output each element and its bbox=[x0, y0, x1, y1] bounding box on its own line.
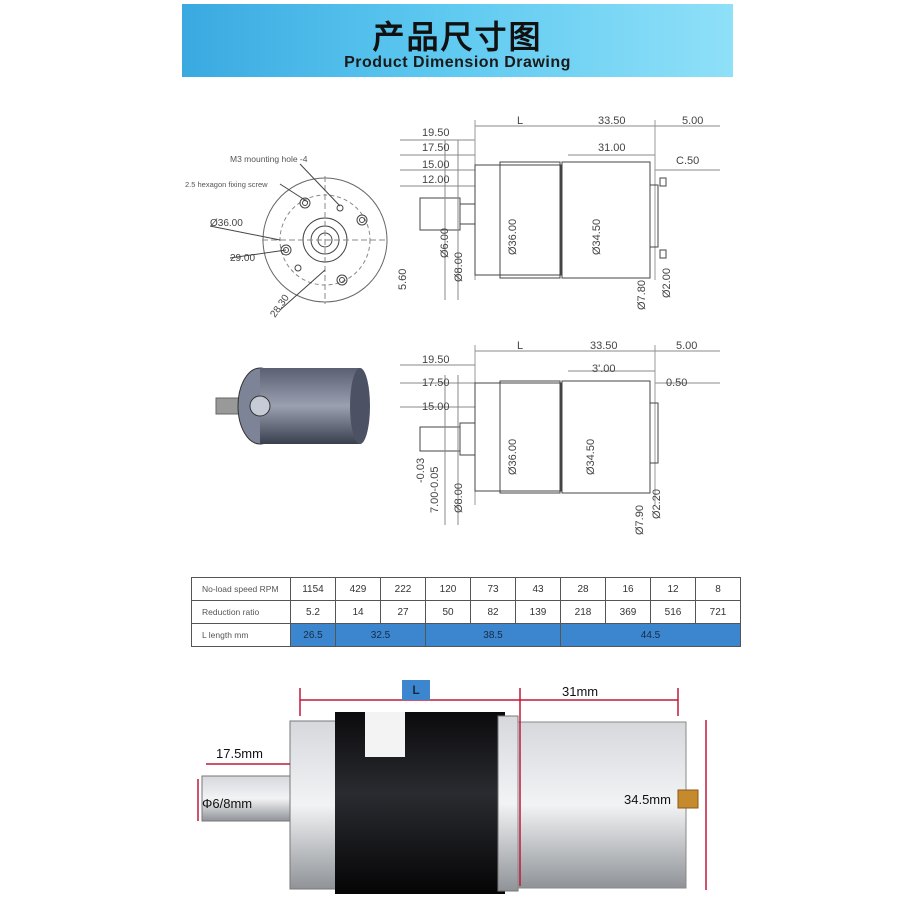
photo-31mm: 31mm bbox=[562, 684, 598, 699]
sv1-31: 31.00 bbox=[598, 142, 626, 154]
sv1-5: 5.00 bbox=[682, 115, 703, 127]
sv1-33-5: 33.50 bbox=[598, 115, 626, 127]
sv2-17-5: 17.50 bbox=[422, 377, 450, 389]
sv2-d8: Ø8.00 bbox=[453, 483, 465, 513]
table-cell: 28 bbox=[560, 577, 606, 601]
sv1-19-5: 19.50 bbox=[422, 127, 450, 139]
banner-title-cn: 产品尺寸图 bbox=[372, 18, 543, 56]
table-cell: 369 bbox=[605, 600, 651, 624]
sv2-tol2: 7.00-0.05 bbox=[429, 467, 441, 513]
front-m3-label: M3 mounting hole -4 bbox=[230, 154, 308, 164]
length-group-1: 26.5 bbox=[290, 623, 336, 647]
sv1-c50: C.50 bbox=[676, 155, 699, 167]
sv2-19-5: 19.50 bbox=[422, 354, 450, 366]
row-header-length: L length mm bbox=[191, 623, 291, 647]
sv1-l: L bbox=[517, 115, 523, 127]
front-dim-28: 28.30 bbox=[268, 293, 292, 320]
spec-table: No-load speed RPM 1154 429 222 120 73 43… bbox=[191, 577, 741, 647]
motor-3d-render bbox=[215, 367, 370, 445]
sv1-d34-5: Ø34.50 bbox=[591, 219, 603, 255]
table-cell: 82 bbox=[470, 600, 516, 624]
sv1-d8: Ø8.00 bbox=[453, 252, 465, 282]
table-row-length: L length mm 26.5 32.5 38.5 44.5 bbox=[191, 623, 741, 647]
sv1-15: 15.00 bbox=[422, 159, 450, 171]
table-row-speed: No-load speed RPM 1154 429 222 120 73 43… bbox=[191, 577, 741, 601]
sv1-d7-8: Ø7.80 bbox=[636, 280, 648, 310]
length-group-3: 38.5 bbox=[425, 623, 561, 647]
sv1-5-60: 5.60 bbox=[397, 269, 409, 290]
sv2-5: 5.00 bbox=[676, 340, 697, 352]
side-view-drawing-2: L 33.50 5.00 19.50 17.50 3'.00 0.50 15.0… bbox=[400, 340, 720, 535]
table-cell: 16 bbox=[605, 577, 651, 601]
photo-17-5mm: 17.5mm bbox=[216, 746, 263, 761]
length-group-4: 44.5 bbox=[560, 623, 741, 647]
table-cell: 429 bbox=[335, 577, 381, 601]
sv2-tol1: -0.03 bbox=[415, 458, 427, 483]
table-cell: 516 bbox=[650, 600, 696, 624]
table-cell: 12 bbox=[650, 577, 696, 601]
front-view-drawing: M3 mounting hole -4 2.5 hexagon fixing s… bbox=[185, 154, 388, 320]
table-cell: 139 bbox=[515, 600, 561, 624]
sv1-17-5: 17.50 bbox=[422, 142, 450, 154]
sv1-12: 12.00 bbox=[422, 174, 450, 186]
sv2-d34-5: Ø34.50 bbox=[585, 439, 597, 475]
table-cell: 5.2 bbox=[290, 600, 336, 624]
sv2-33-5: 33.50 bbox=[590, 340, 618, 352]
sv1-d2: Ø2.00 bbox=[661, 268, 673, 298]
table-cell: 73 bbox=[470, 577, 516, 601]
front-screw-label: 2.5 hexagon fixing screw bbox=[185, 180, 268, 189]
sv2-31: 3'.00 bbox=[592, 363, 616, 375]
banner-title-en: Product Dimension Drawing bbox=[344, 54, 571, 71]
sv2-d2-2: Ø2.20 bbox=[651, 489, 663, 519]
table-cell: 43 bbox=[515, 577, 561, 601]
sv1-d6: Ø6.00 bbox=[439, 228, 451, 258]
sv2-0-5: 0.50 bbox=[666, 377, 687, 389]
photo-l-tag: L bbox=[412, 683, 419, 697]
table-row-ratio: Reduction ratio 5.2 14 27 50 82 139 218 … bbox=[191, 600, 741, 624]
motor-photo-dimensions: L 31mm 17.5mm Φ6/8mm 34.5mm bbox=[197, 680, 707, 894]
length-group-2: 32.5 bbox=[335, 623, 426, 647]
sv2-d36: Ø36.00 bbox=[507, 439, 519, 475]
table-cell: 14 bbox=[335, 600, 381, 624]
table-cell: 218 bbox=[560, 600, 606, 624]
title-banner: 产品尺寸图 Product Dimension Drawing bbox=[182, 4, 733, 77]
sv2-15: 15.00 bbox=[422, 401, 450, 413]
sv2-d7-9: Ø7.90 bbox=[634, 505, 646, 535]
row-header-speed: No-load speed RPM bbox=[191, 577, 291, 601]
table-cell: 27 bbox=[380, 600, 426, 624]
sv1-d36: Ø36.00 bbox=[507, 219, 519, 255]
side-view-drawing-1: L 33.50 5.00 19.50 17.50 31.00 C.50 15.0… bbox=[397, 115, 720, 310]
table-cell: 1154 bbox=[290, 577, 336, 601]
photo-shaft-dia: Φ6/8mm bbox=[202, 796, 252, 811]
table-cell: 50 bbox=[425, 600, 471, 624]
table-cell: 721 bbox=[695, 600, 741, 624]
front-dim-29: 29.00 bbox=[230, 253, 255, 264]
table-cell: 120 bbox=[425, 577, 471, 601]
photo-34-5mm: 34.5mm bbox=[624, 792, 671, 807]
row-header-ratio: Reduction ratio bbox=[191, 600, 291, 624]
table-cell: 222 bbox=[380, 577, 426, 601]
table-cell: 8 bbox=[695, 577, 741, 601]
front-dim-36: Ø36.00 bbox=[210, 218, 243, 229]
sv2-l: L bbox=[517, 340, 523, 352]
